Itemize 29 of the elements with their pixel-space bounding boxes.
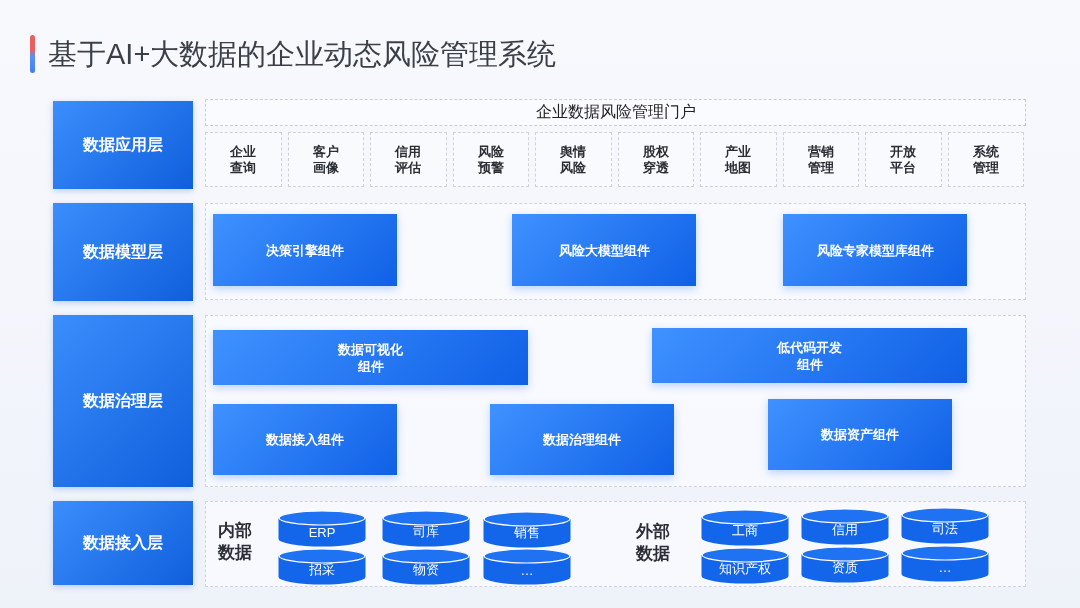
component-card: 数据治理组件: [490, 404, 674, 475]
function-tile: 信用评估: [370, 132, 447, 187]
component-card: 数据可视化组件: [213, 330, 528, 385]
page-title: 基于AI+大数据的企业动态风险管理系统: [48, 37, 557, 72]
component-card: 风险大模型组件: [512, 214, 696, 286]
function-tile: 客户画像: [287, 132, 364, 187]
function-tile: 股权穿透: [617, 132, 694, 187]
function-tile: 营销管理: [782, 132, 859, 187]
function-tile: 风险预警: [452, 132, 529, 187]
function-tile: 开放平台: [865, 132, 942, 187]
function-tile: 企业查询: [205, 132, 282, 187]
function-tile: 舆情风险: [535, 132, 612, 187]
layer-panel: [205, 501, 1026, 587]
component-card: 数据接入组件: [213, 404, 397, 475]
layer-header: 数据应用层: [53, 101, 193, 189]
portal-banner: 企业数据风险管理门户: [205, 99, 1026, 126]
component-card: 数据资产组件: [768, 399, 952, 470]
group-label: 外部数据: [635, 521, 671, 565]
layer-header: 数据治理层: [53, 315, 193, 487]
layer-panel: [205, 315, 1026, 487]
layer-header: 数据接入层: [53, 501, 193, 585]
component-card: 低代码开发组件: [652, 328, 967, 383]
function-tile: 系统管理: [947, 132, 1024, 187]
layer-panel: [205, 203, 1026, 300]
function-tile: 产业地图: [700, 132, 777, 187]
layer-header: 数据模型层: [53, 203, 193, 301]
group-label: 内部数据: [217, 520, 253, 564]
component-card: 风险专家模型库组件: [783, 214, 967, 286]
component-card: 决策引擎组件: [213, 214, 397, 286]
